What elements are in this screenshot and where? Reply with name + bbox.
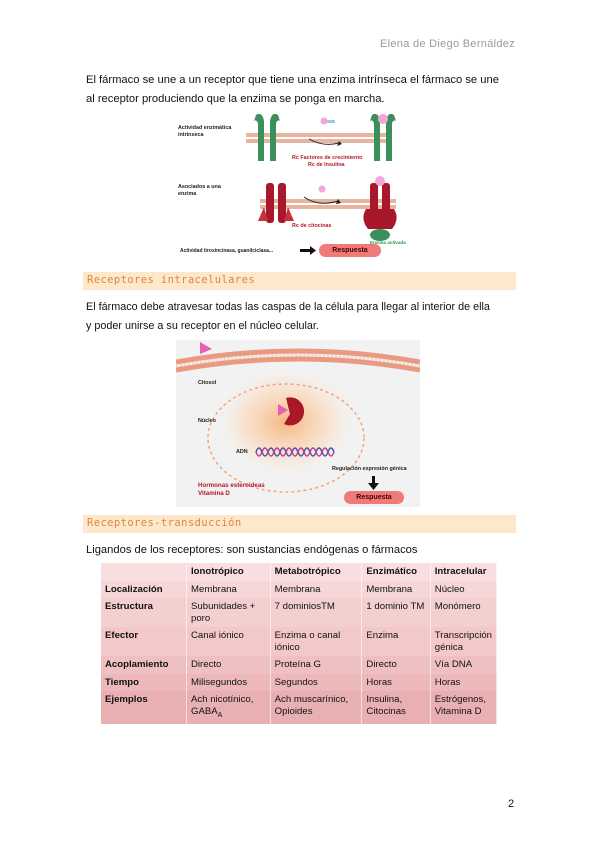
bottom-arrow <box>300 246 316 255</box>
table-cell: Directo <box>361 656 431 674</box>
table-row: Acoplamiento Directo Proteína G Directo … <box>101 656 498 674</box>
row-label: Efector <box>101 627 187 656</box>
fig2-label-nucleo: Núcleo <box>198 418 216 424</box>
fig2-label-adn: ADN <box>236 449 248 455</box>
receptor-comparison-table: Ionotrópico Metabotrópico Enzimático Int… <box>101 563 498 724</box>
row-label: Acoplamiento <box>101 656 187 674</box>
table-header-cell: Metabotrópico <box>270 563 363 581</box>
gaba-subscript: A <box>217 711 223 719</box>
ligandos-paragraph: Ligandos de los receptores: son sustanci… <box>86 544 418 556</box>
fig1-label-asociados: Asociados a una <box>178 184 221 190</box>
table-cell: Núcleo <box>430 580 498 598</box>
table-cell: Enzima o canal iónico <box>270 627 363 656</box>
row-label: Estructura <box>101 598 187 627</box>
gaba-label: GABA <box>191 705 218 717</box>
table-cell: Transcripción génica <box>430 627 498 656</box>
table-header-cell: Enzimático <box>361 563 431 581</box>
table-cell: Directo <box>186 656 271 674</box>
fig1-label-actividad: Actividad enzimática <box>178 125 232 131</box>
enzyme-receptor-diagram <box>246 113 397 255</box>
intracellular-receptor-figure: Citosol Núcleo ADN Regulación expresión … <box>176 340 420 507</box>
table-cell: Canal iónico <box>186 627 271 656</box>
enzyme-receptor-figure: Actividad enzimática intrínseca Rc Facto… <box>174 111 420 263</box>
nucleus-membrane <box>207 383 365 493</box>
green-receptor-left <box>254 113 280 161</box>
intro-paragraph: El fármaco se une a un receptor que tien… <box>86 71 516 109</box>
membrane-middle <box>260 199 396 209</box>
author-name: Elena de Diego Bernáldez <box>379 38 515 50</box>
table-cell: Subunidades + poro <box>186 598 271 627</box>
membrane-top <box>246 133 386 143</box>
table-cell: Ach muscarínico, Opioides <box>270 691 363 724</box>
cell-membrane <box>176 348 420 373</box>
table-cell: Segundos <box>270 673 363 691</box>
table-header-cell: Ionotrópico <box>186 563 271 581</box>
fig2-label-citosol: Citosol <box>198 380 217 386</box>
row-label: Ejemplos <box>101 691 187 724</box>
table-cell: Estrógenos, Vitamina D <box>430 691 498 724</box>
table-cell: Insulina, Citocinas <box>361 691 431 724</box>
table-cell: Membrana <box>186 580 271 598</box>
section-heading-intracelulares: Receptores intracelulares <box>83 272 516 290</box>
intro-line-1: El fármaco se une a un receptor que tien… <box>86 74 499 86</box>
green-receptor-right <box>370 113 396 161</box>
intracelulares-paragraph: El fármaco debe atravesar todas las casp… <box>86 298 516 336</box>
table-cell: Membrana <box>361 580 431 598</box>
table-cell: Proteína G <box>270 656 363 674</box>
table-cell: Horas <box>430 673 498 691</box>
section-heading-transduccion: Receptores-transducción <box>83 515 516 533</box>
table-row: Tiempo Milisegundos Segundos Horas Horas <box>101 673 498 691</box>
table-header-row: Ionotrópico Metabotrópico Enzimático Int… <box>101 563 498 581</box>
table-row: Ejemplos Ach nicotínico, GABAA Ach musca… <box>101 691 498 724</box>
table-row: Estructura Subunidades + poro 7 dominios… <box>101 598 498 627</box>
table-header-cell: Intracelular <box>430 563 498 581</box>
fig2-label-vitamina: Vitamina D <box>198 490 230 497</box>
table-cell: 7 dominiosTM <box>270 598 363 627</box>
intro-line-2: al receptor produciendo que la enzima se… <box>86 93 385 105</box>
intracelulares-line-1: El fármaco debe atravesar todas las casp… <box>86 301 490 313</box>
fig2-label-regulacion: Regulación expresión génica <box>332 466 407 472</box>
ligand-arrow-top <box>308 117 342 146</box>
table-row: Localización Membrana Membrana Membrana … <box>101 580 498 598</box>
table-cell: Membrana <box>270 580 363 598</box>
fig2-label-hormonas: Hormonas esteroideas <box>198 482 265 489</box>
table-header-cell <box>101 563 187 581</box>
fig1-label-citocinas: Rc de citocinas <box>292 223 332 229</box>
table-cell: Monómero <box>430 598 498 627</box>
down-arrow <box>368 476 379 490</box>
fig1-label-intrinseca: intrínseca <box>178 132 204 138</box>
receptor-protein <box>278 397 305 426</box>
fig1-label-insulina: Rc de Insulina <box>308 162 345 168</box>
fig1-label-enzima-activada: Enzima activada <box>370 240 406 245</box>
red-receptor-right <box>363 176 397 241</box>
section-title-intracelulares: Receptores intracelulares <box>87 274 256 286</box>
table-row: Efector Canal iónico Enzima o canal ióni… <box>101 627 498 656</box>
table-cell: Vía DNA <box>430 656 498 674</box>
ligand-triangle-outside <box>200 342 212 354</box>
fig1-label-enzima: enzima <box>178 191 197 197</box>
gaba-text: GABAA <box>191 706 266 721</box>
red-receptor-left <box>258 183 294 223</box>
fig2-respuesta: Respuesta <box>344 491 404 504</box>
page-number: 2 <box>508 798 515 810</box>
row-label: Localización <box>101 580 187 598</box>
ligand-arrow-middle <box>303 185 341 204</box>
table-cell: Milisegundos <box>186 673 271 691</box>
table-cell-text: Ach nicotínico, <box>191 694 254 705</box>
table-cell: 1 dominio TM <box>361 598 431 627</box>
table-cell: Ach nicotínico, GABAA <box>186 691 271 724</box>
intracellular-receptor-diagram <box>176 342 420 493</box>
row-label: Tiempo <box>101 673 187 691</box>
section-title-transduccion: Receptores-transducción <box>87 517 242 529</box>
fig1-label-tirosincinasa: Actividad tirosincinasa, guanilciclasa..… <box>180 248 274 254</box>
intracelulares-line-2: y poder unirse a su receptor en el núcle… <box>86 320 319 332</box>
table-cell: Enzima <box>361 627 431 656</box>
table-cell: Horas <box>361 673 431 691</box>
fig1-respuesta: Respuesta <box>319 244 381 257</box>
dna-helix <box>255 447 335 457</box>
fig1-label-factores: Rc Factores de crecimiento <box>292 155 363 161</box>
